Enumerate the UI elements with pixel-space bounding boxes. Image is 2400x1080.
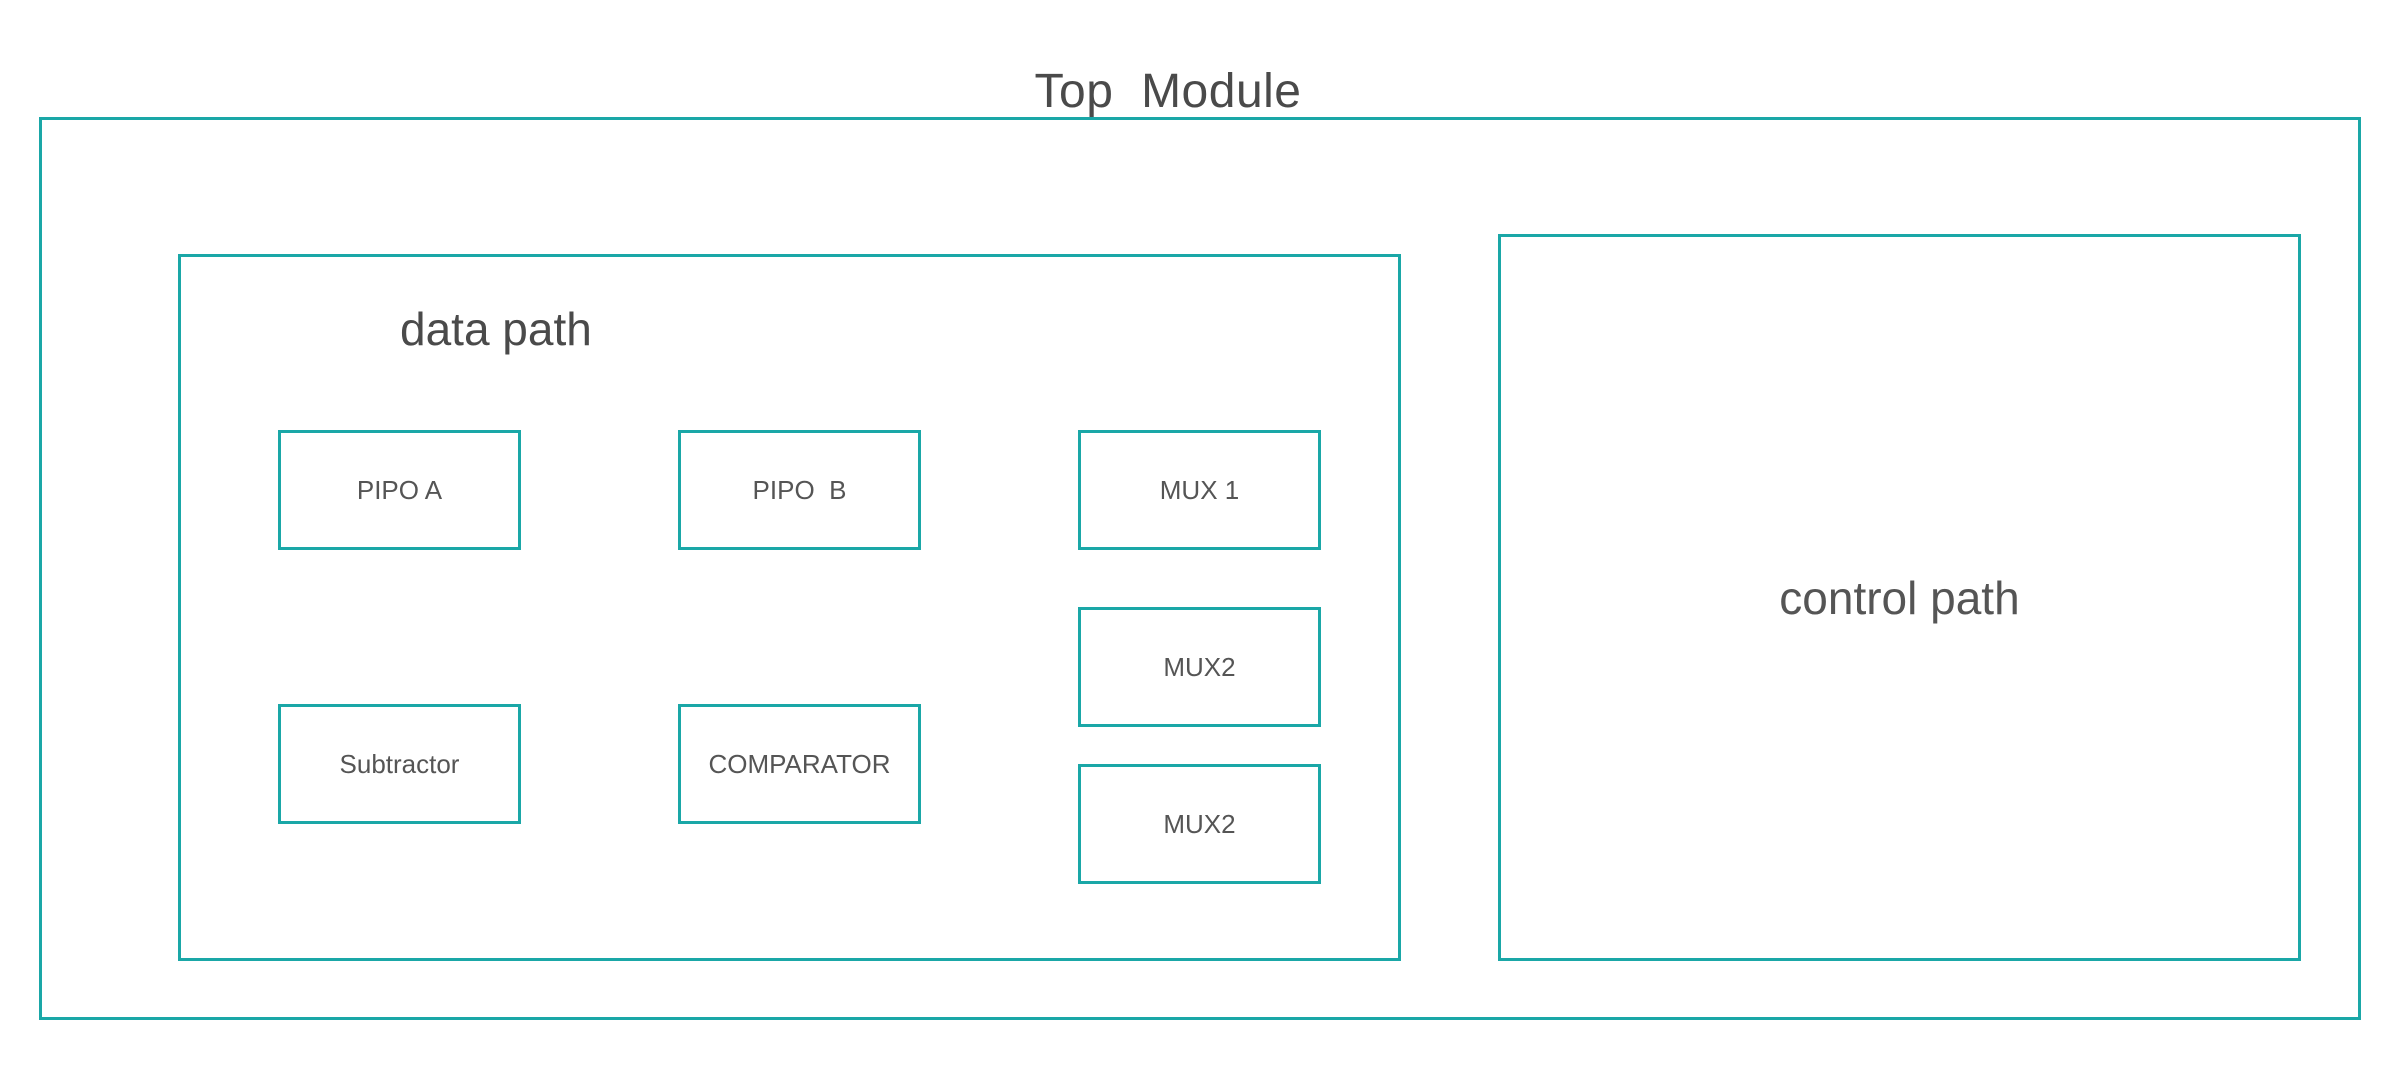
mux-2-top-block: MUX2: [1078, 607, 1321, 727]
mux-1-block: MUX 1: [1078, 430, 1321, 550]
data-path-title: data path: [400, 303, 592, 355]
mux-2-bottom-block: MUX2: [1078, 764, 1321, 884]
data-path-box: [178, 254, 1401, 961]
pipo-b-block: PIPO B: [678, 430, 921, 550]
top-module-title: Top Module: [1034, 65, 1302, 118]
subtractor-block: Subtractor: [278, 704, 521, 824]
top-module-box: [39, 117, 2361, 1020]
control-path-box: control path: [1498, 234, 2301, 961]
comparator-block: COMPARATOR: [678, 704, 921, 824]
pipo-a-block: PIPO A: [278, 430, 521, 550]
